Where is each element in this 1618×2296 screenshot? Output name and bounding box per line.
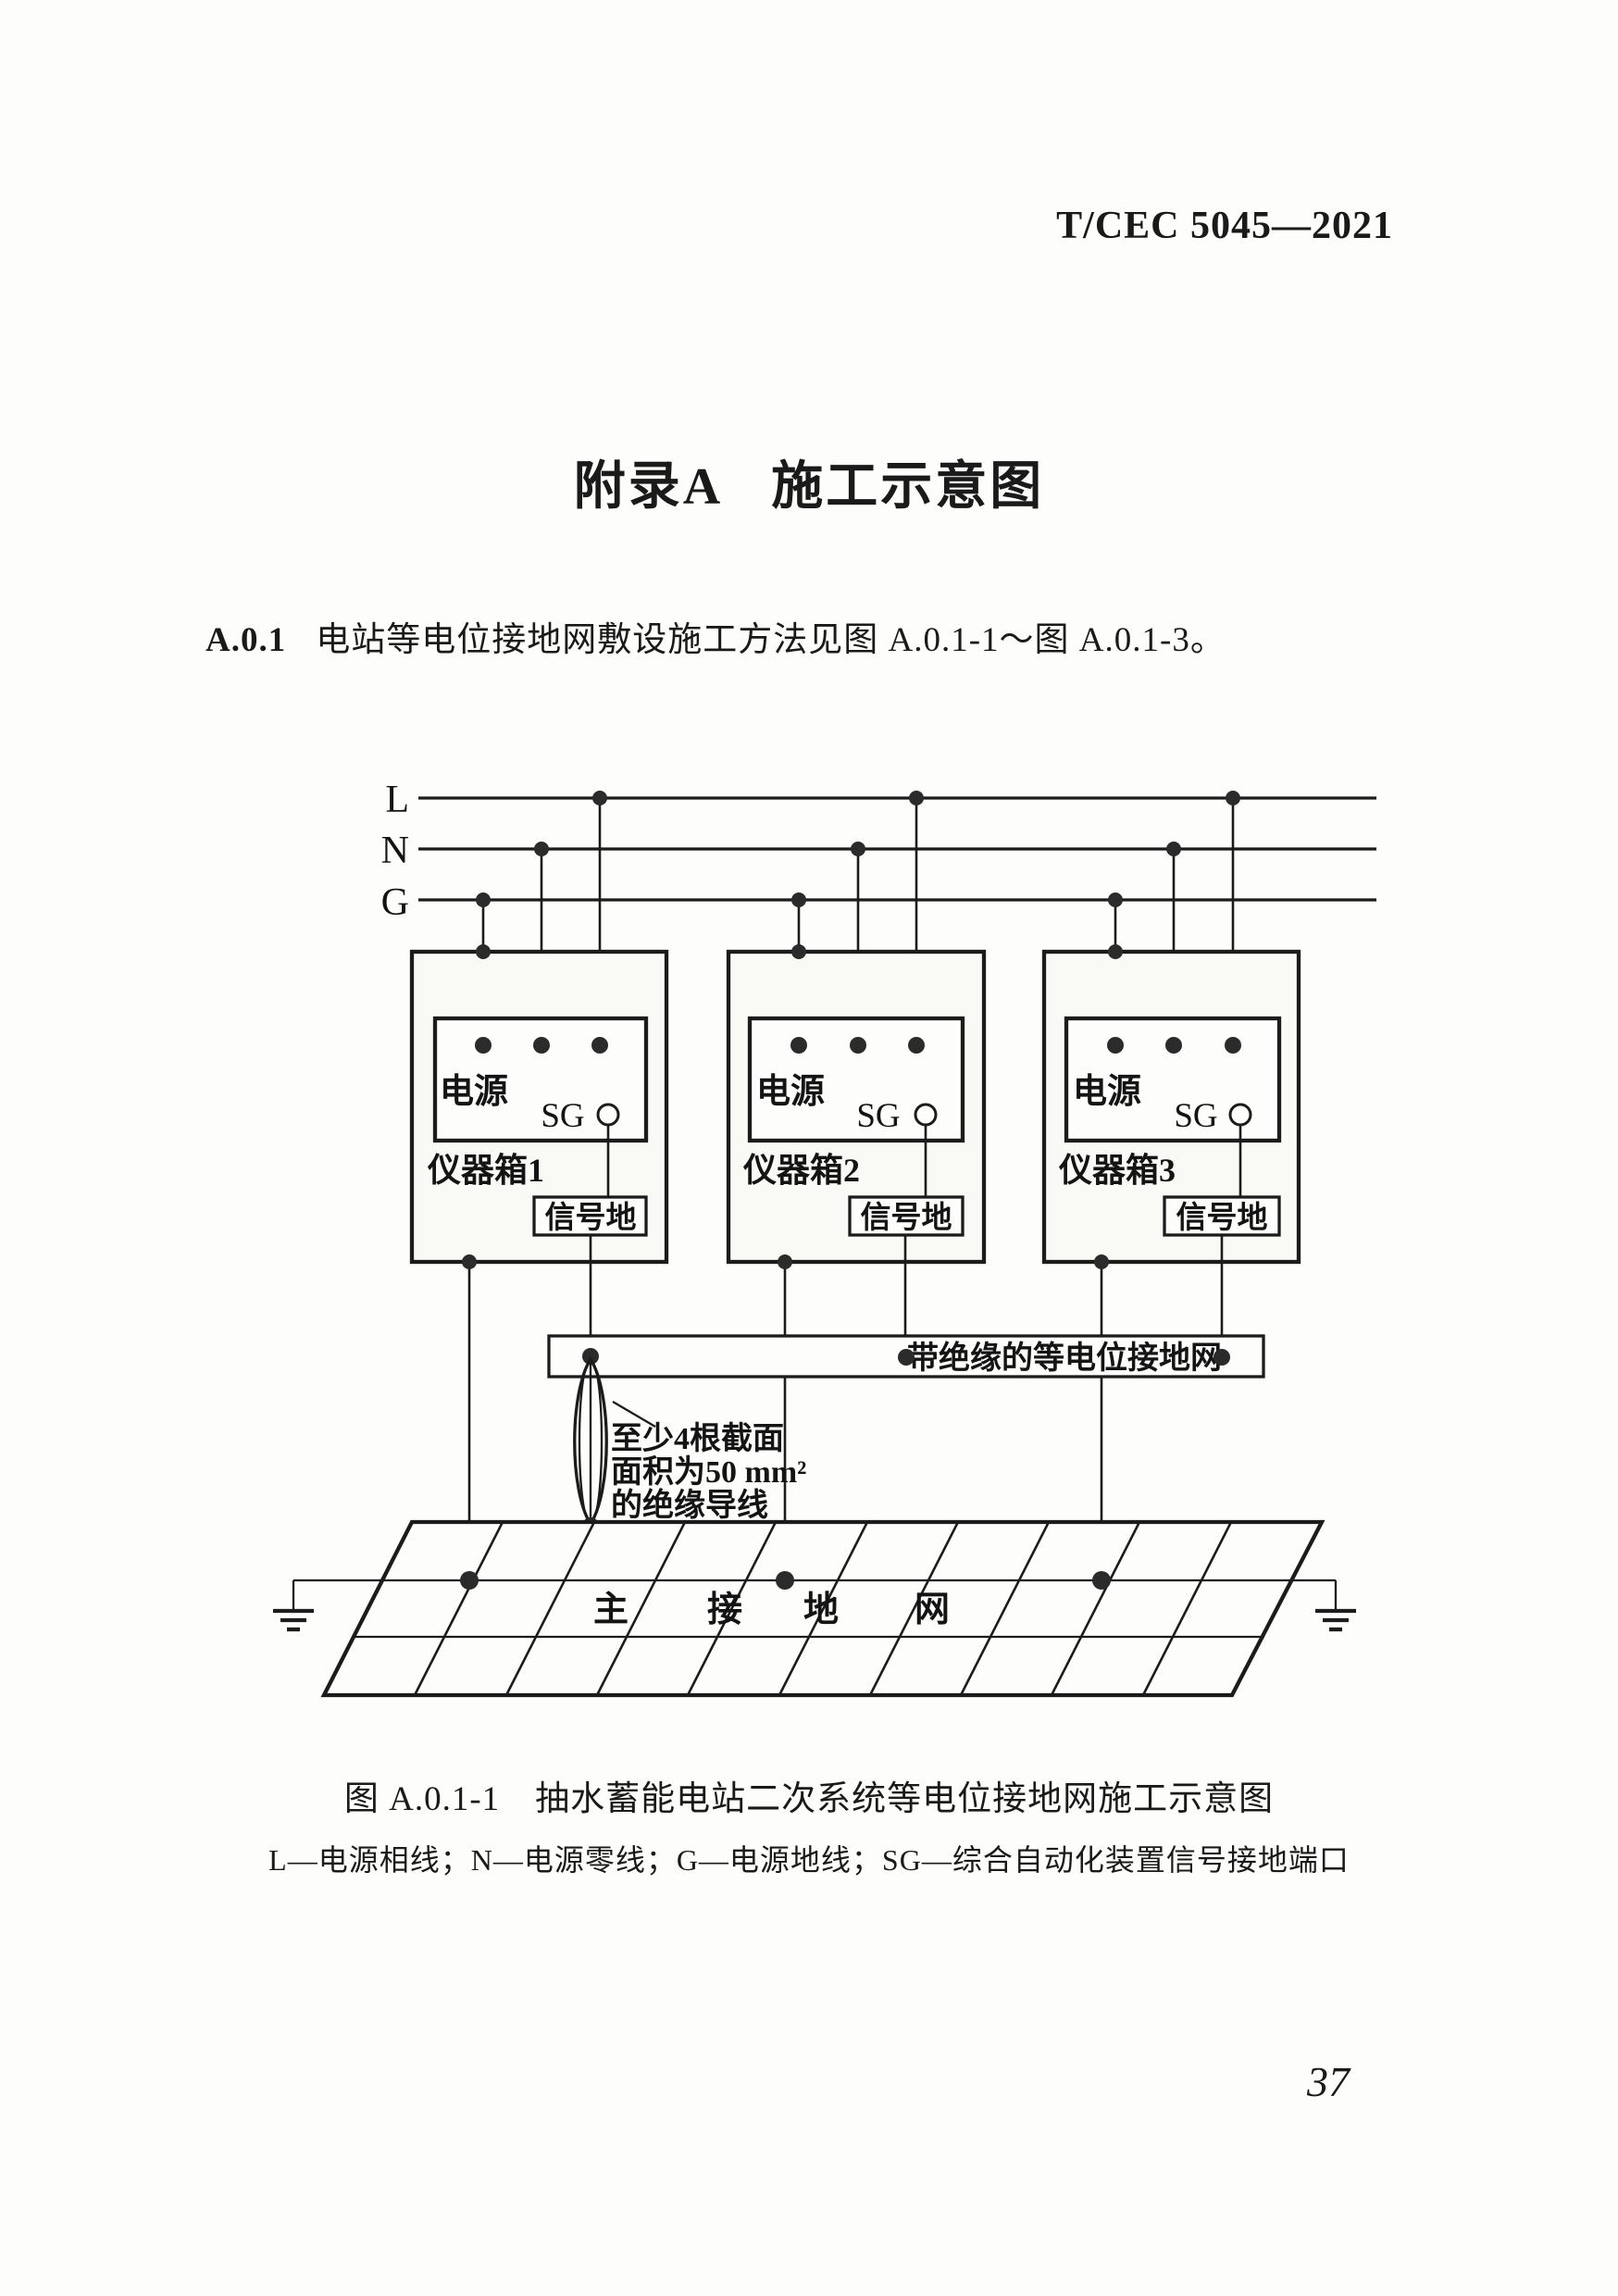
wire-bundle-strand [594, 1369, 604, 1514]
grid-column-line [595, 1521, 687, 1696]
wire-bundle: 至少4根截面 面积为50 mm² 的绝缘导线 [573, 1355, 806, 1534]
grid-column-line [1141, 1521, 1233, 1696]
junction-dot [1108, 892, 1123, 907]
grid-column-line [1050, 1521, 1141, 1696]
junction-dot [1226, 791, 1240, 805]
terminal-dot [533, 1037, 550, 1054]
terminal-dot [850, 1037, 866, 1054]
sg-terminal-circle [596, 1103, 620, 1127]
instrument-box-3: 电源 SG 仪器箱3 信号地 [1041, 791, 1301, 1580]
wire-note-line-2: 面积为50 mm² [611, 1454, 806, 1490]
junction-dot [460, 1571, 479, 1590]
junction-dot [898, 1349, 915, 1366]
grid-label-char-2: 接 [707, 1591, 742, 1629]
grid-label-char-3: 地 [803, 1591, 839, 1629]
instrument-box-1: 电源 SG 仪器箱1 信号地 [409, 791, 669, 1580]
clause-a01: A.0.1 电站等电位接地网敷设施工方法见图 A.0.1-1～图 A.0.1-3。 [205, 611, 1226, 661]
wire-bundle-strand [578, 1369, 587, 1514]
sg-terminal-label: SG [1174, 1097, 1217, 1135]
grid-column-line [504, 1521, 596, 1696]
wire-note-line-1: 至少4根截面 [611, 1421, 784, 1456]
junction-dot [1214, 1349, 1230, 1366]
signal-ground-label: 信号地 [545, 1201, 637, 1235]
note-leader-line [612, 1401, 656, 1428]
junction-dot [476, 892, 491, 907]
terminal-dot [475, 1037, 492, 1054]
junction-dot [1108, 944, 1123, 959]
junction-dot [1094, 1254, 1109, 1269]
appendix-title: 附录A 施工示意图 [0, 444, 1618, 519]
equipotential-bar: 带绝缘的等电位接地网 [547, 1334, 1265, 1379]
instrument-box-label: 仪器箱2 [742, 1152, 860, 1189]
standard-number: T/CEC 5045—2021 [1056, 205, 1393, 247]
clause-number: A.0.1 [205, 621, 287, 659]
power-unit-label: 电源 [440, 1072, 508, 1111]
power-unit-label: 电源 [1073, 1072, 1141, 1111]
signal-ground-label: 信号地 [861, 1201, 952, 1235]
junction-dot [778, 1254, 792, 1269]
bus-label-L: L [385, 779, 409, 821]
clause-text: 电站等电位接地网敷设施工方法见图 A.0.1-1～图 A.0.1-3。 [316, 621, 1226, 659]
appendix-title-text: 施工示意图 [771, 458, 1045, 516]
instrument-box-label: 仪器箱3 [1058, 1152, 1176, 1189]
sg-terminal-label: SG [541, 1097, 584, 1135]
junction-dot [462, 1254, 477, 1269]
instrument-box-label: 仪器箱1 [427, 1152, 544, 1189]
terminal-dot [591, 1037, 608, 1054]
figure-legend: L—电源相线；N—电源零线；G—电源地线；SG—综合自动化装置信号接地端口 [268, 1843, 1350, 1877]
sg-terminal-circle [1228, 1103, 1252, 1127]
power-unit-label: 电源 [756, 1072, 825, 1111]
signal-ground-box [532, 1195, 648, 1237]
junction-dot [1166, 842, 1181, 856]
wire-note-line-3: 的绝缘导线 [611, 1487, 768, 1523]
junction-dot [476, 944, 491, 959]
bus-label-G: G [381, 881, 409, 924]
grid-column-line [959, 1521, 1051, 1696]
terminal-dot [1165, 1037, 1182, 1054]
junction-dot [592, 791, 607, 805]
junction-dot [909, 791, 924, 805]
grid-label-char-1: 主 [593, 1591, 629, 1629]
terminal-dot [908, 1037, 925, 1054]
junction-dot [791, 892, 806, 907]
instrument-box-2: 电源 SG 仪器箱2 信号地 [726, 791, 987, 1580]
grid-label-char-4: 网 [915, 1591, 950, 1629]
power-bus-lines: L N G [381, 779, 1376, 924]
signal-ground-label: 信号地 [1176, 1201, 1268, 1235]
junction-dot [851, 842, 865, 856]
terminal-dot [1107, 1037, 1124, 1054]
terminal-dot [1225, 1037, 1241, 1054]
figure-caption: 图 A.0.1-1 抽水蓄能电站二次系统等电位接地网施工示意图 [343, 1780, 1275, 1818]
sg-terminal-circle [914, 1103, 938, 1127]
grid-column-line [686, 1521, 778, 1696]
junction-dot [791, 944, 806, 959]
junction-dot [776, 1571, 794, 1590]
grid-column-line [778, 1521, 869, 1696]
bus-label-N: N [381, 830, 409, 872]
page-number: 37 [1307, 2058, 1350, 2105]
junction-dot [1092, 1571, 1111, 1590]
equipotential-bar-label: 带绝缘的等电位接地网 [907, 1340, 1222, 1376]
sg-terminal-label: SG [856, 1097, 900, 1135]
earth-symbol-left [273, 1580, 314, 1632]
earth-symbol-right [1315, 1580, 1356, 1632]
grid-column-line [413, 1521, 504, 1696]
main-grounding-grid: 主 接 地 网 [293, 1519, 1336, 1698]
appendix-title-label: 附录A [573, 458, 724, 516]
junction-dot [534, 842, 549, 856]
grid-column-line [868, 1521, 960, 1696]
terminal-dot [790, 1037, 807, 1054]
